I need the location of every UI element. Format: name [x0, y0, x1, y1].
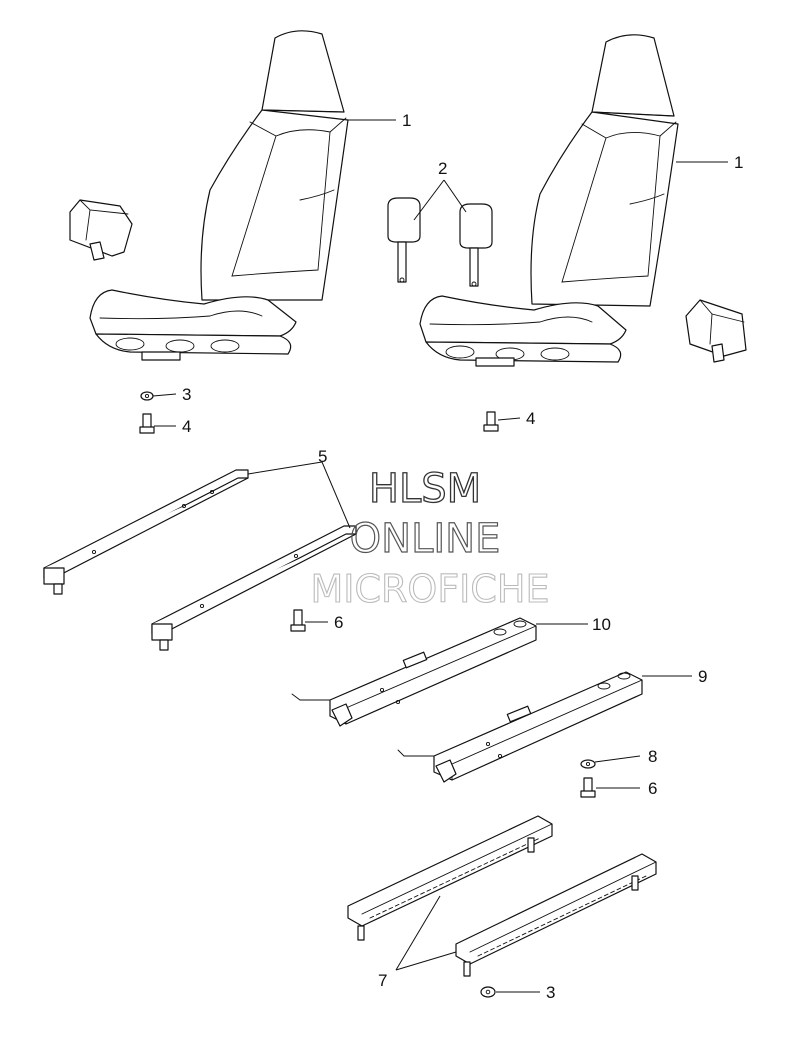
buckle-left [387, 197, 421, 283]
callout-rail-supports: 5 [318, 447, 327, 466]
watermark-line-1: HLSM [369, 466, 481, 512]
callout-washer: 8 [648, 747, 657, 766]
nut-lower [480, 986, 496, 998]
callout-bolt-left: 4 [182, 417, 191, 436]
callout-buckles: 2 [438, 159, 447, 178]
callout-bolt-right: 4 [526, 409, 535, 428]
callout-nut-upper: 3 [182, 385, 191, 404]
watermark-line-3: MICROFICHE [310, 567, 549, 611]
buckle-right [459, 203, 493, 287]
nut-upper [140, 391, 154, 401]
seat-left [89, 30, 349, 361]
callout-slider-left: 10 [592, 615, 611, 634]
callout-bolt-lower: 6 [648, 779, 657, 798]
support-bar-upper [43, 469, 249, 595]
retractor-left [69, 199, 133, 261]
callout-slider-right: 9 [698, 667, 707, 686]
slider-left [291, 617, 537, 727]
support-bar-lower [151, 525, 357, 651]
leader-lines [152, 119, 728, 993]
bolt-mid [290, 609, 306, 632]
slide-rail-lower [455, 853, 657, 977]
watermark: HLSM ONLINE MICROFICHE [310, 465, 550, 611]
retractor-right [685, 299, 747, 363]
watermark-line-2: ONLINE [350, 516, 501, 562]
callout-seat-left: 1 [402, 111, 411, 130]
slider-right [397, 671, 643, 783]
callout-slide-rails: 7 [378, 971, 387, 990]
callout-nut-lower: 3 [546, 983, 555, 1002]
callout-bolt-mid: 6 [334, 613, 343, 632]
bolt-left [139, 413, 155, 434]
bolt-right [483, 411, 499, 432]
washer [580, 759, 596, 769]
seat-right [419, 34, 679, 367]
bolt-lower [580, 777, 596, 798]
slide-rail-upper [347, 815, 553, 941]
callout-seat-right: 1 [734, 153, 743, 172]
